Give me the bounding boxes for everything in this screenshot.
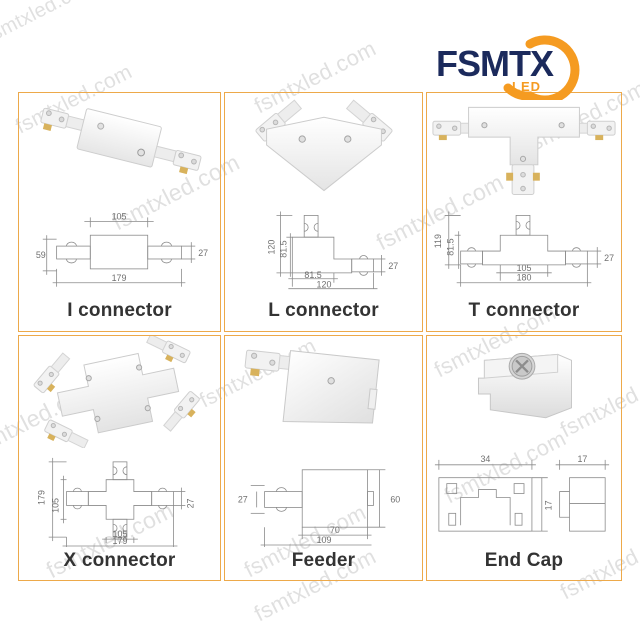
dimension-drawing-l-connector: 120 81.5 81.5 120 27 bbox=[225, 201, 422, 301]
dimension-drawing-feeder: 27 60 70 109 bbox=[225, 448, 422, 551]
dim-left-outer: 120 bbox=[266, 240, 276, 255]
product-label-i-connector: I connector bbox=[67, 300, 172, 322]
brand-name: FSMTX bbox=[436, 43, 554, 84]
brand-sub: LED bbox=[512, 79, 541, 94]
product-panel-feeder[interactable]: 27 60 70 109 Feeder bbox=[224, 335, 423, 581]
product-label-l-connector: L connector bbox=[268, 300, 379, 322]
dim-bottom-outer: 120 bbox=[317, 280, 332, 290]
dim-left-inner: 81.5 bbox=[446, 238, 456, 255]
product-label-feeder: Feeder bbox=[291, 549, 356, 571]
product-label-x-connector: X connector bbox=[63, 549, 176, 571]
dim-right: 27 bbox=[198, 248, 208, 258]
dim-left-inner: 105 bbox=[51, 498, 61, 513]
dim-bottom-outer: 109 bbox=[317, 535, 332, 545]
dim-bottom-outer: 180 bbox=[517, 273, 532, 283]
dimension-drawing-t-connector: 119 81.5 105 180 27 bbox=[427, 201, 621, 301]
dimension-drawing-i-connector: 105 179 59 27 bbox=[19, 201, 220, 301]
product-panel-x-connector[interactable]: 179 105 105 179 27 X connector bbox=[18, 335, 221, 581]
dim-front-height: 17 bbox=[544, 500, 554, 510]
product-panel-i-connector[interactable]: 105 179 59 27 I connector bbox=[18, 92, 221, 332]
product-photo-x-connector bbox=[19, 336, 220, 448]
dim-top: 105 bbox=[112, 211, 127, 221]
dim-bottom-inner: 105 bbox=[113, 529, 128, 539]
dim-left: 27 bbox=[238, 494, 248, 504]
dimension-drawing-end-cap: 34 17 17 bbox=[427, 448, 621, 551]
dim-front-width: 34 bbox=[480, 454, 490, 464]
product-panel-t-connector[interactable]: 119 81.5 105 180 27 T connector bbox=[426, 92, 622, 332]
dimension-drawing-x-connector: 179 105 105 179 27 bbox=[19, 448, 220, 551]
dim-right: 27 bbox=[604, 253, 614, 263]
product-panel-l-connector[interactable]: 120 81.5 81.5 120 27 L connector bbox=[224, 92, 423, 332]
product-photo-feeder bbox=[225, 336, 422, 448]
product-label-t-connector: T connector bbox=[468, 300, 580, 322]
product-photo-end-cap bbox=[427, 336, 621, 448]
dim-bottom-inner: 70 bbox=[330, 525, 340, 535]
dim-left-outer: 179 bbox=[37, 490, 47, 505]
dim-right: 27 bbox=[388, 261, 398, 271]
dim-right: 27 bbox=[185, 498, 195, 508]
product-photo-l-connector bbox=[225, 93, 422, 201]
brand-logo: FSMTX LED bbox=[434, 34, 614, 100]
dim-bottom-inner: 105 bbox=[517, 263, 532, 273]
dim-right: 60 bbox=[390, 494, 400, 504]
product-grid: 105 179 59 27 I connector bbox=[18, 92, 622, 581]
watermark: fsmtxled.com bbox=[0, 0, 101, 48]
product-photo-t-connector bbox=[427, 93, 621, 201]
dim-bottom: 179 bbox=[112, 273, 127, 283]
product-photo-i-connector bbox=[19, 93, 220, 201]
dim-left-outer: 119 bbox=[433, 234, 443, 248]
product-panel-end-cap[interactable]: 34 17 17 End Cap bbox=[426, 335, 622, 581]
dim-left-inner: 81.5 bbox=[278, 240, 288, 257]
dim-bottom-outer: 179 bbox=[113, 536, 128, 546]
product-label-end-cap: End Cap bbox=[484, 549, 564, 571]
dim-side-width: 17 bbox=[577, 454, 587, 464]
dim-left: 59 bbox=[36, 250, 46, 260]
dim-bottom-inner: 81.5 bbox=[304, 270, 321, 280]
